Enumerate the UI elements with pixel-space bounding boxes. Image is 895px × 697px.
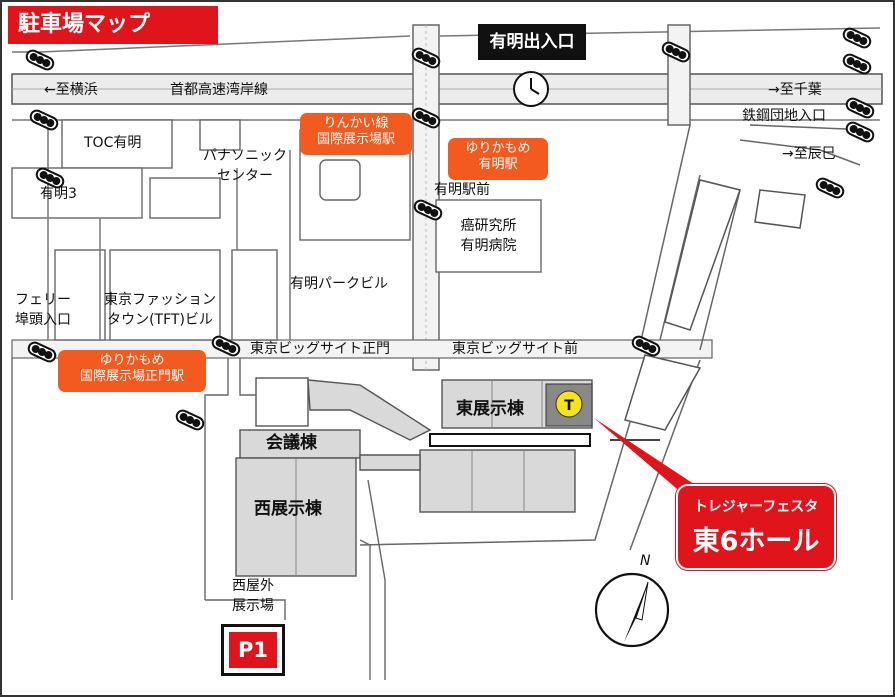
cancer-label-1: 癌研究所 — [460, 218, 517, 234]
west-outdoor-label-1: 西屋外 — [232, 578, 274, 594]
svg-text:T: T — [564, 398, 574, 414]
to-tatsumi-label: →至辰巳 — [782, 146, 836, 162]
to-yokohama-label: ←至横浜 — [44, 82, 98, 98]
parking-p1-label: P1 — [229, 632, 277, 668]
ariake-entrance-label: 有明出入口 — [478, 24, 586, 60]
bigsight-mae-label: 東京ビッグサイト前 — [452, 341, 578, 357]
yurikamome-ariake-label-2: 有明駅 — [478, 157, 518, 173]
ariake3-label: 有明3 — [40, 186, 77, 202]
compass-north-label: N — [640, 553, 651, 569]
traffic-signal-icons — [25, 27, 875, 431]
ferry-label-1: フェリー — [15, 292, 71, 308]
expressway-label: 首都高速湾岸線 — [170, 82, 268, 98]
parking-p1: P1 — [221, 624, 285, 676]
yurikamome-ariake-station: ゆりかもめ 有明駅 — [448, 138, 548, 180]
tft-label-2: タウン(TFT)ビル — [107, 312, 213, 328]
event-hall: 東6ホール — [692, 526, 820, 557]
ariake-ekimae-label: 有明駅前 — [434, 182, 490, 198]
west-hall-label: 西展示棟 — [254, 499, 322, 519]
callout-pointer — [594, 418, 700, 500]
bigsight-seimon-label: 東京ビッグサイト正門 — [250, 341, 390, 357]
compass-icon — [594, 572, 670, 648]
steel-entrance-label: 鉄鋼団地入口 — [742, 108, 826, 124]
ferry-label-2: 埠頭入口 — [15, 312, 71, 328]
tft-label-1: 東京ファッション — [104, 292, 216, 308]
rinkai-station: りんかい線 国際展示場駅 — [300, 113, 412, 155]
clock-icon — [513, 71, 549, 107]
rinkai-label-2: 国際展示場駅 — [316, 132, 395, 148]
yurikamome-seimon-label-2: 国際展示場正門駅 — [79, 369, 184, 385]
panasonic-label-1: パナソニック — [203, 148, 287, 164]
conference-label: 会議棟 — [266, 433, 317, 453]
yurikamome-seimon-label-1: ゆりかもめ — [99, 353, 165, 368]
yurikamome-seimon-station: ゆりかもめ 国際展示場正門駅 — [58, 350, 206, 392]
right-road — [667, 24, 691, 126]
ariake-park-label: 有明パークビル — [290, 276, 388, 292]
event-callout: トレジャーフェスタ 東6ホール — [676, 484, 836, 570]
toc-ariake-label: TOC有明 — [84, 135, 142, 151]
yurikamome-ariake-label-1: ゆりかもめ — [465, 141, 531, 156]
to-chiba-label: →至千葉 — [768, 82, 822, 98]
west-outdoor-label-2: 展示場 — [232, 598, 274, 614]
cancer-label-2: 有明病院 — [460, 238, 517, 254]
map-title: 駐車場マップ — [8, 6, 218, 44]
rinkai-label-1: りんかい線 — [323, 116, 389, 131]
event-name: トレジャーフェスタ — [693, 499, 819, 515]
east-hall-label: 東展示棟 — [456, 399, 524, 419]
panasonic-label-2: センター — [217, 168, 273, 184]
